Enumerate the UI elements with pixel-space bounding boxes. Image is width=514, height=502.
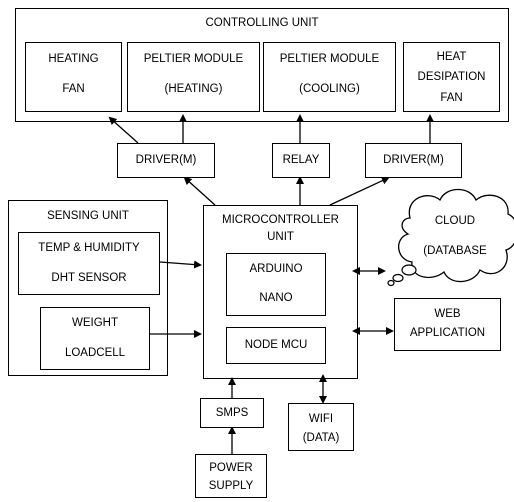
cloud-bubble-medium — [392, 273, 404, 283]
peltier-heating-box — [127, 42, 260, 112]
arrow-mcu-to-driver-left — [183, 176, 216, 206]
web-application-box — [394, 298, 501, 351]
peltier-cooling-box — [263, 42, 396, 112]
cloud-bubble-small — [387, 279, 395, 287]
weight-label-2: LOADCELL — [64, 347, 126, 359]
temp-humidity-label-2: DHT SENSOR — [51, 272, 127, 284]
controlling-unit-title: CONTROLLING UNIT — [205, 17, 319, 29]
temp-humidity-box — [18, 232, 160, 295]
web-application-label-1: WEB — [434, 308, 461, 320]
heating-fan-box — [25, 42, 122, 112]
sensing-unit-panel — [8, 200, 168, 376]
peltier-heating-label-2: (HEATING) — [164, 83, 223, 95]
power-supply-label-2: SUPPLY — [208, 480, 254, 492]
peltier-cooling-label-1: PELTIER MODULE — [279, 53, 380, 65]
driver-right-box — [365, 143, 462, 178]
weight-label-1: WEIGHT — [72, 317, 118, 329]
wifi-label-1: WIFI — [308, 413, 334, 425]
arrow-driver-to-heating-fan — [108, 116, 139, 144]
driver-left-label: DRIVER(M) — [135, 154, 197, 166]
relay-label: RELAY — [282, 154, 320, 166]
heat-dissipation-fan-box — [403, 42, 500, 112]
microcontroller-title-1: MICROCONTROLLER — [222, 214, 339, 226]
heat-dissipation-label-3: FAN — [440, 92, 463, 104]
smps-box — [200, 398, 264, 428]
cloud-shape — [398, 188, 514, 283]
arduino-box — [226, 253, 326, 316]
cloud-label-1: CLOUD — [434, 215, 476, 227]
smps-label: SMPS — [215, 407, 249, 419]
cloud-bubble-large — [401, 264, 417, 276]
node-mcu-label: NODE MCU — [244, 339, 308, 351]
microcontroller-title-2: UNIT — [267, 231, 294, 243]
controlling-unit-panel — [15, 8, 509, 122]
node-mcu-box — [226, 327, 326, 364]
sensing-unit-title: SENSING UNIT — [47, 210, 129, 222]
driver-left-box — [117, 143, 215, 178]
driver-right-label: DRIVER(M) — [383, 154, 444, 166]
web-application-label-2: APPLICATION — [409, 327, 486, 339]
arrow-sensor-to-mcu — [159, 260, 202, 269]
temp-humidity-label-1: TEMP & HUMIDITY — [38, 242, 140, 254]
heating-fan-label-2: FAN — [62, 83, 85, 95]
microcontroller-unit-panel — [203, 205, 358, 379]
heating-fan-label-1: HEATING — [48, 53, 99, 65]
arrow-mcu-to-driver-right — [329, 176, 390, 206]
wifi-box — [288, 403, 354, 451]
weight-box — [40, 307, 150, 370]
heat-dissipation-label-1: HEAT — [436, 51, 467, 63]
heat-dissipation-label-2: DESIPATION — [417, 71, 486, 83]
arduino-label-1: ARDUINO — [249, 263, 303, 275]
cloud-label-2: (DATABASE — [423, 245, 487, 257]
arduino-label-2: NANO — [259, 292, 293, 304]
peltier-heating-label-1: PELTIER MODULE — [143, 53, 244, 65]
peltier-cooling-label-2: (COOLING) — [299, 83, 360, 95]
relay-box — [272, 143, 330, 178]
wifi-label-2: (DATA) — [302, 432, 340, 444]
power-supply-label-1: POWER — [209, 462, 253, 474]
power-supply-box — [195, 454, 267, 498]
